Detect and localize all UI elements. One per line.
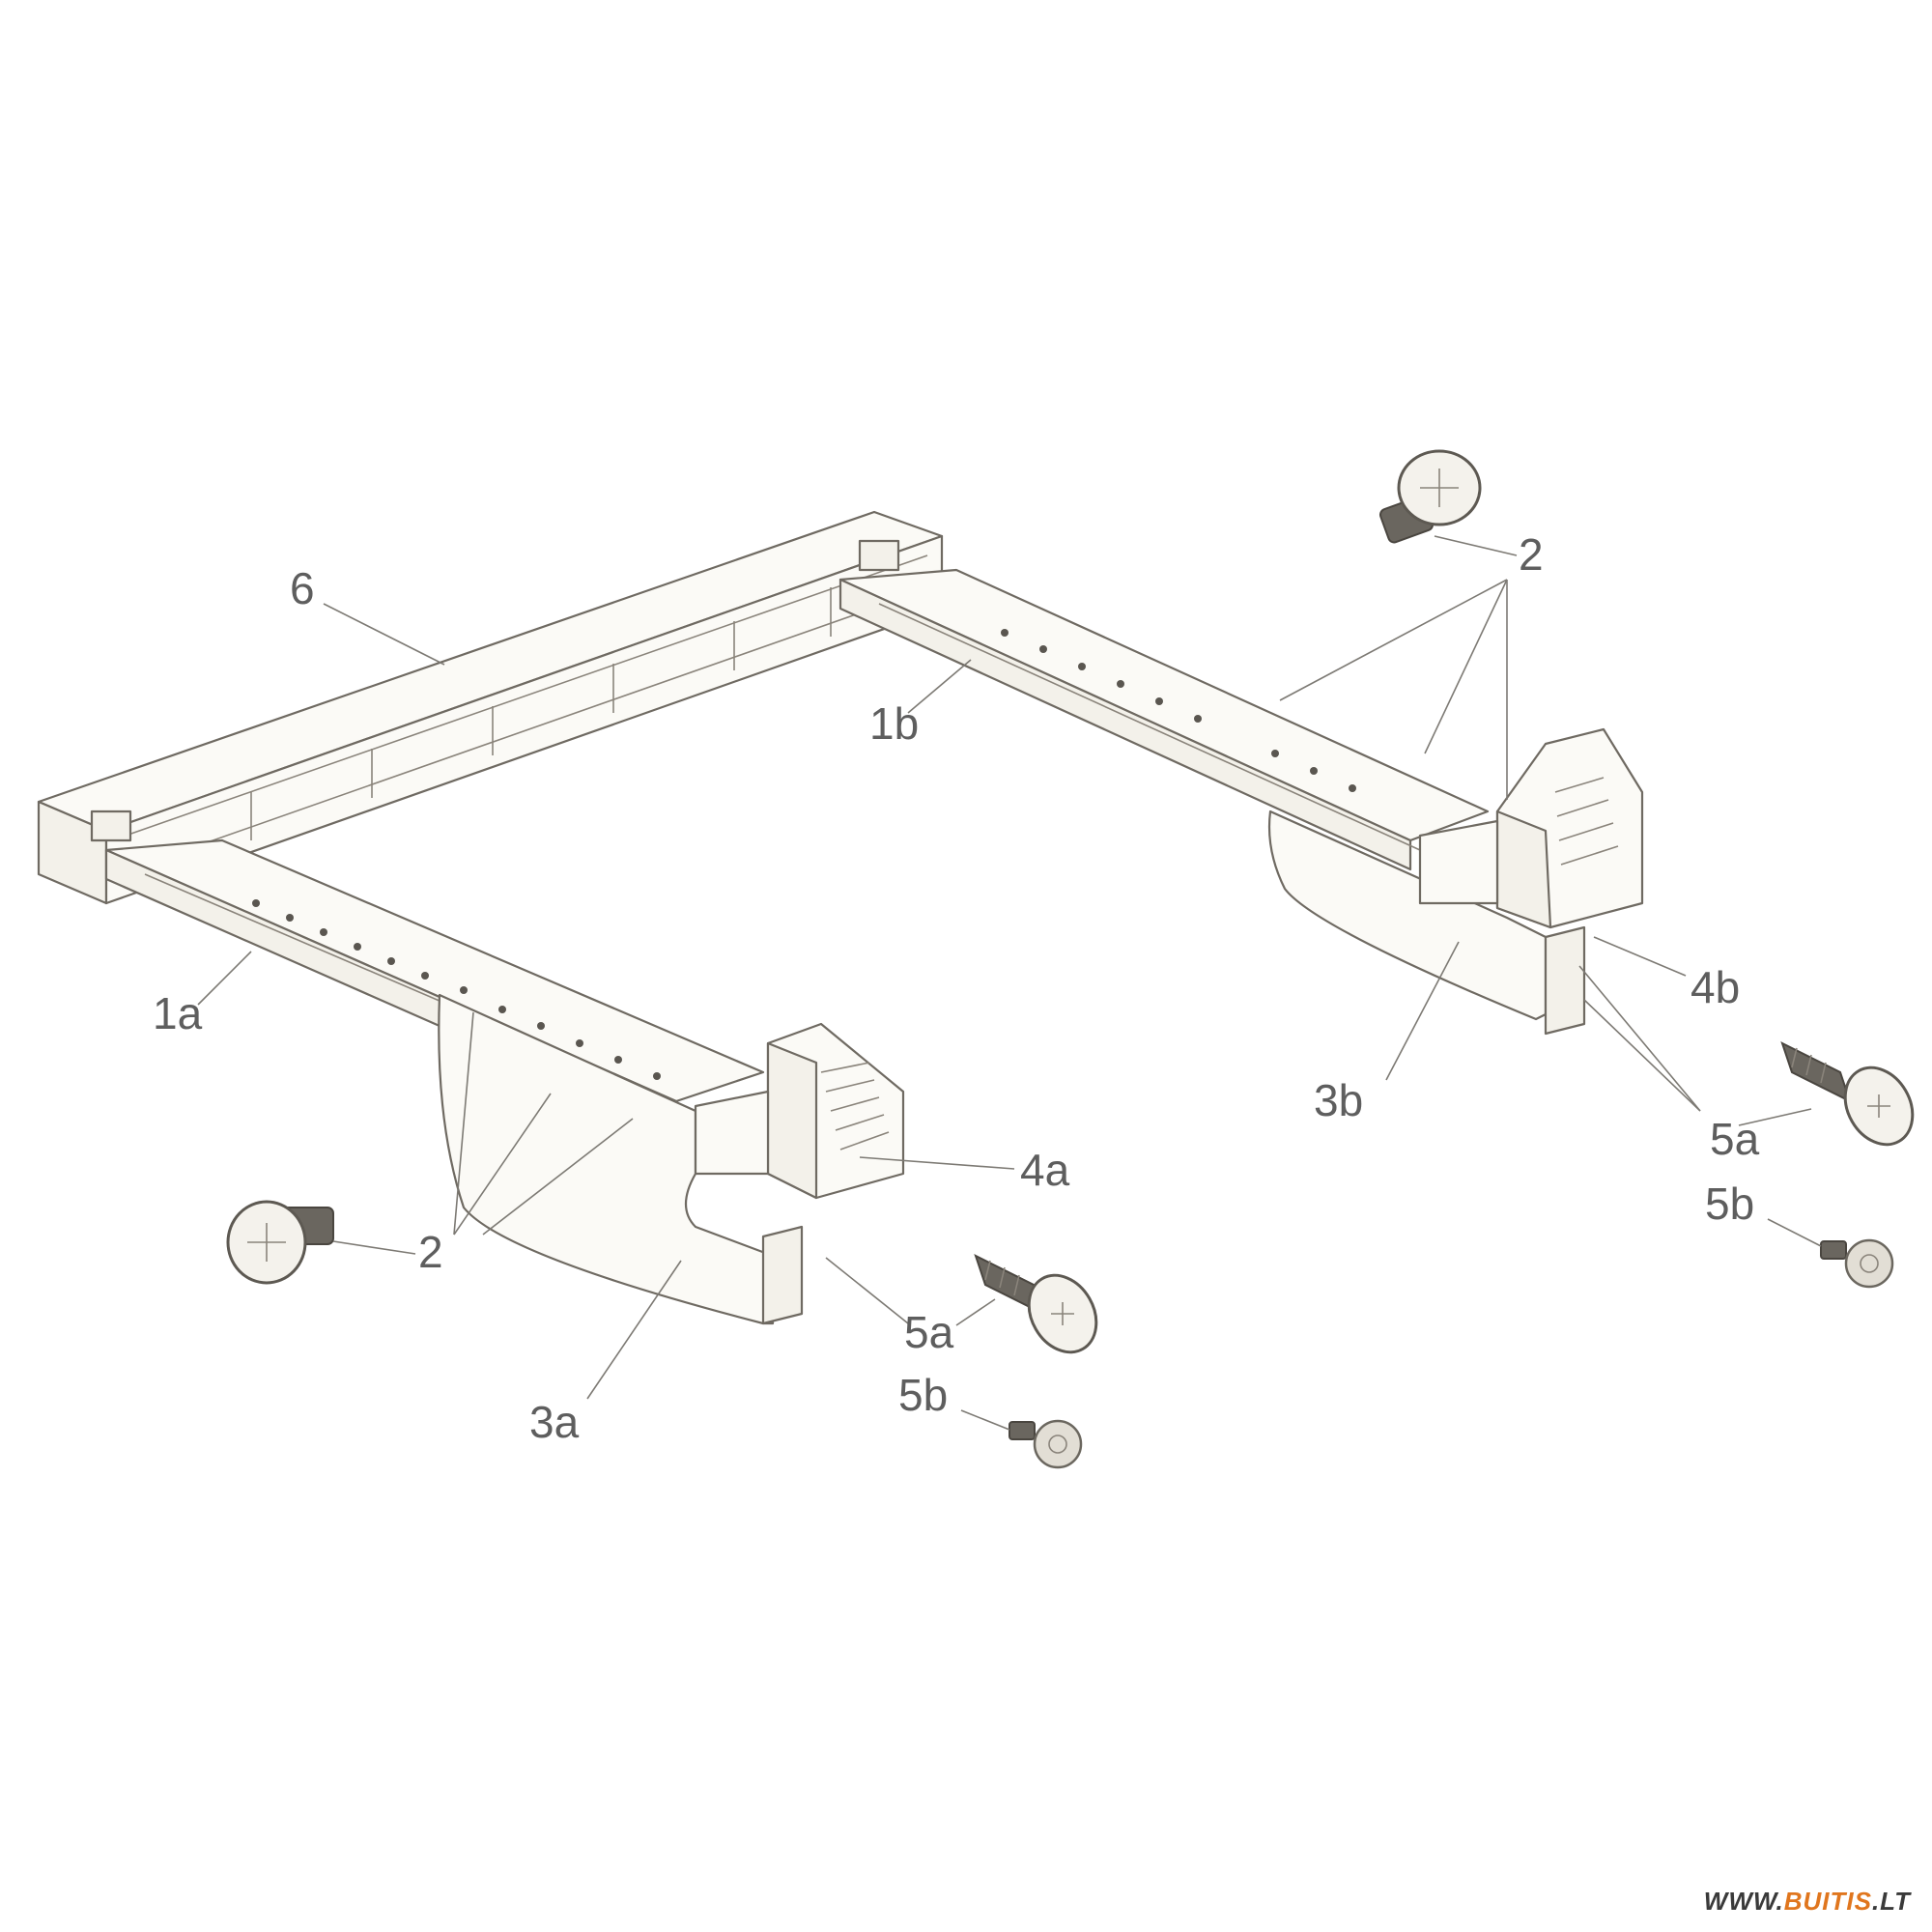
screw-5a-right <box>1780 1041 1915 1147</box>
rear-frame-part <box>37 510 944 905</box>
label-foot-right: 4b <box>1690 962 1740 1012</box>
bolt-left-screw <box>226 1200 334 1285</box>
label-foot-left: 4a <box>1020 1145 1070 1195</box>
label-bolt-top: 2 <box>1519 529 1544 580</box>
bolt-top-screw <box>1378 449 1482 544</box>
label-frame-rear: 6 <box>290 563 315 613</box>
right-bracket-part <box>1267 810 1586 1036</box>
label-screw-a-left: 5a <box>904 1307 954 1357</box>
label-screw-b-right: 5b <box>1705 1179 1754 1229</box>
label-bracket-left: 3a <box>529 1397 580 1447</box>
part-labels: 6 1b 1a 2 2 3b 3a 4b 4a 5a 5a 5b 5b <box>153 529 1760 1447</box>
screw-5b-right <box>1820 1238 1894 1289</box>
label-screw-a-right: 5a <box>1710 1114 1760 1164</box>
right-foot-part <box>1418 727 1644 929</box>
left-bracket-part <box>438 993 804 1325</box>
label-screw-b-left: 5b <box>898 1370 948 1420</box>
label-rail-left: 1a <box>153 988 203 1038</box>
label-bracket-right: 3b <box>1314 1075 1363 1125</box>
left-foot-part <box>694 1022 905 1200</box>
label-rail-right: 1b <box>869 698 919 749</box>
brand-name: BUITIS <box>1783 1887 1872 1916</box>
brand-watermark: WWW.BUITIS.LT <box>1704 1887 1911 1917</box>
screw-5a-left <box>974 1254 1098 1354</box>
screw-5b-left <box>1009 1419 1083 1469</box>
leader-lines <box>197 535 1822 1431</box>
brand-suffix: .LT <box>1871 1887 1911 1916</box>
left-rail-part <box>104 838 765 1132</box>
brand-prefix: WWW. <box>1703 1887 1784 1916</box>
label-bolt-left: 2 <box>418 1227 443 1277</box>
right-rail-part <box>838 568 1490 871</box>
